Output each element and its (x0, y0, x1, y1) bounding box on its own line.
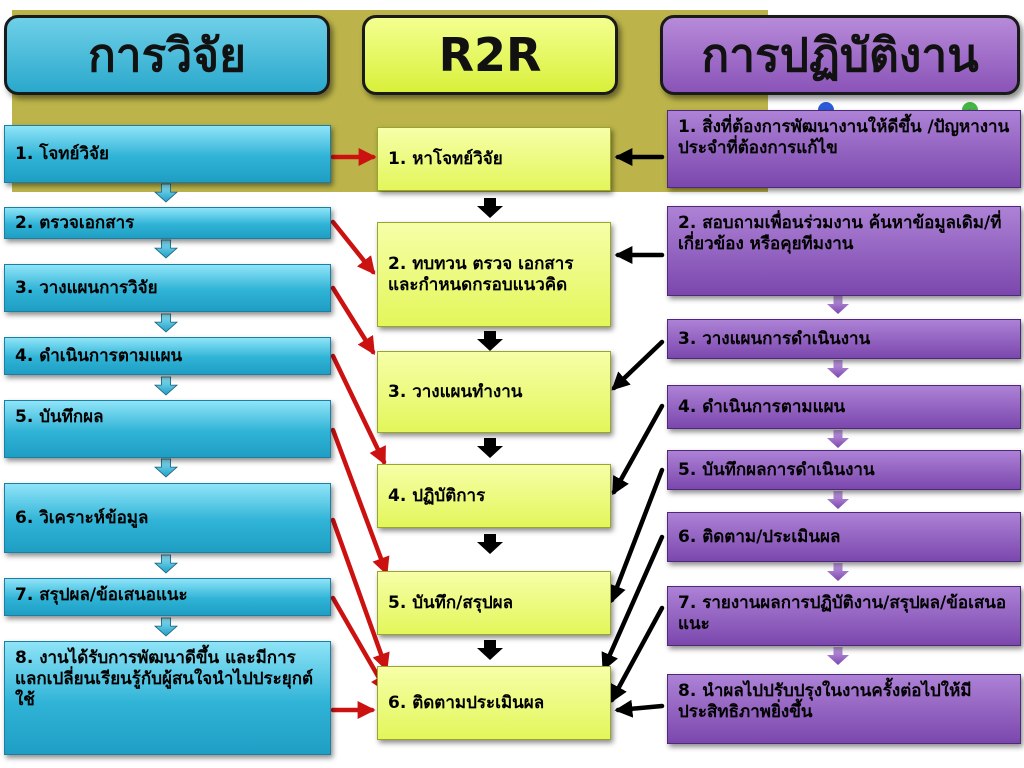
red-arrow-5 (330, 427, 390, 576)
research-step-3: 3. วางแผนการวิจัย (4, 264, 331, 312)
research-down-arrow-6 (153, 554, 179, 574)
r2r-down-arrow-2 (477, 331, 503, 351)
research-down-arrow-3 (153, 313, 179, 333)
practice-down-arrow-3 (827, 430, 849, 448)
practice-step-4: 4. ดำเนินการตามแผน (667, 385, 1021, 429)
red-arrow-6 (330, 517, 390, 672)
black-arrow-4 (611, 403, 665, 496)
r2r-step-1: 1. หาโจทย์วิจัย (377, 127, 611, 191)
practice-down-arrow-4 (827, 491, 849, 509)
practice-down-arrow-2 (827, 360, 849, 378)
research-step-4: 4. ดำเนินการตามแผน (4, 337, 331, 375)
research-down-arrow-1 (153, 183, 179, 203)
r2r-down-arrow-4 (477, 534, 503, 554)
research-step-7: 7. สรุปผล/ข้อเสนอแนะ (4, 578, 331, 616)
practice-step-6: 6. ติดตาม/ประเมินผล (667, 512, 1021, 562)
research-step-8: 8. งานได้รับการพัฒนาดีขึ้น และมีการแลกเป… (4, 641, 331, 755)
research-down-arrow-7 (153, 617, 179, 637)
red-arrow-4 (330, 353, 387, 466)
header-r2r: R2R (362, 15, 618, 95)
header-practice: การปฏิบัติงาน (660, 15, 1020, 95)
red-arrow-3 (330, 285, 376, 356)
black-arrow-8 (614, 699, 665, 718)
practice-step-2: 2. สอบถามเพื่อนร่วมงาน ค้นหาข้อมูลเดิม/ท… (667, 206, 1021, 296)
header-research: การวิจัย (4, 15, 330, 95)
r2r-step-5: 5. บันทึก/สรุปผล (377, 571, 611, 635)
black-arrow-3 (611, 339, 665, 391)
r2r-step-6: 6. ติดตามประเมินผล (377, 666, 611, 740)
r2r-down-arrow-5 (477, 640, 503, 660)
practice-step-3: 3. วางแผนการดำเนินงาน (667, 319, 1021, 359)
research-step-6: 6. วิเคราะห์ข้อมูล (4, 483, 331, 553)
black-arrow-6 (601, 534, 665, 672)
research-step-5: 5. บันทึกผล (4, 400, 331, 458)
r2r-step-4: 4. ปฏิบัติการ (377, 464, 611, 528)
research-step-2: 2. ตรวจเอกสาร (4, 207, 331, 239)
practice-step-1: 1. สิ่งที่ต้องการพัฒนางานให้ดีขึ้น /ปัญห… (667, 110, 1021, 188)
practice-step-7: 7. รายงานผลการปฏิบัติงาน/สรุปผล/ข้อเสนอแ… (667, 586, 1021, 646)
r2r-down-arrow-3 (477, 438, 503, 458)
red-arrow-2 (330, 219, 376, 275)
practice-down-arrow-6 (827, 647, 849, 665)
practice-step-5: 5. บันทึกผลการดำเนินงาน (667, 450, 1021, 490)
research-down-arrow-5 (153, 458, 179, 478)
r2r-down-arrow-1 (477, 198, 503, 218)
practice-down-arrow-1 (827, 296, 849, 314)
black-arrow-5 (608, 467, 665, 604)
r2r-step-3: 3. วางแผนทำงาน (377, 351, 611, 433)
practice-down-arrow-5 (827, 563, 849, 581)
black-arrow-7 (609, 605, 665, 704)
research-down-arrow-4 (153, 376, 179, 396)
practice-step-8: 8. นำผลไปปรับปรุงในงานครั้งต่อไปให้มีประ… (667, 674, 1021, 744)
r2r-step-2: 2. ทบทวน ตรวจ เอกสารและกำหนดกรอบแนวคิด (377, 222, 611, 327)
research-down-arrow-2 (153, 239, 179, 259)
research-step-1: 1. โจทย์วิจัย (4, 125, 331, 183)
